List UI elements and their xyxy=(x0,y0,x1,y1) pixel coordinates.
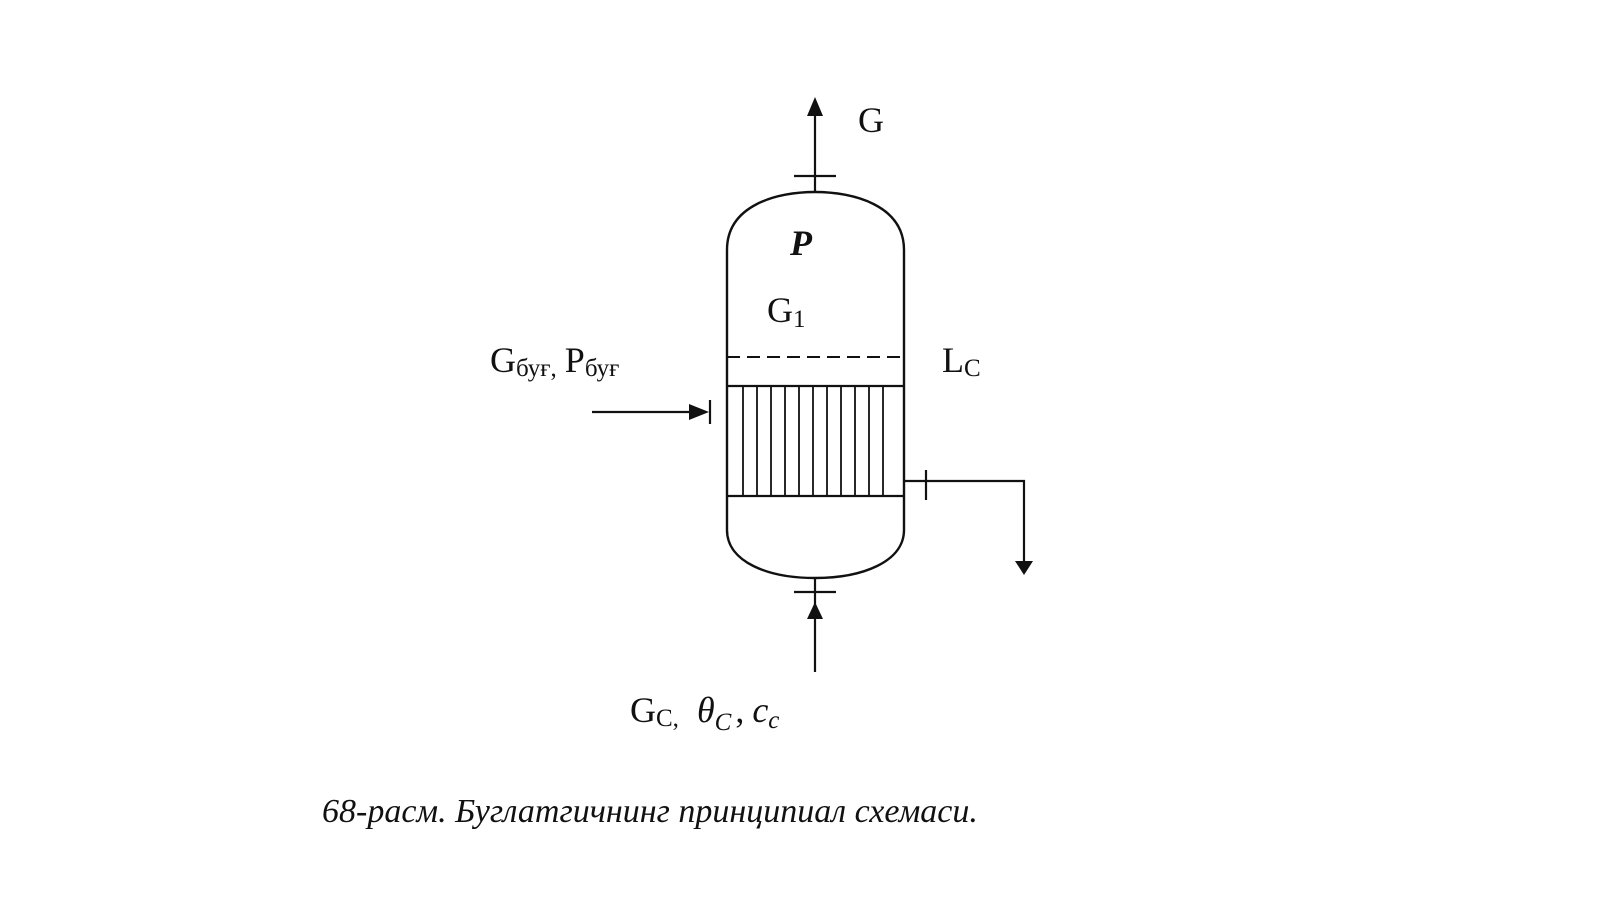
arrow-right-icon xyxy=(689,404,709,420)
vessel-shell xyxy=(725,190,906,580)
figure-caption: 68-расм. Буглатгичнинг принципиал схемас… xyxy=(322,793,978,830)
top-outlet-label: G xyxy=(858,100,884,140)
arrow-up-icon xyxy=(807,97,823,116)
vapor-flow-label: G1 xyxy=(767,290,806,333)
top-outlet-pipe xyxy=(794,97,836,192)
concentrate-outlet-pipe xyxy=(904,470,1033,575)
steam-inlet-pipe xyxy=(592,400,712,424)
steam-inlet-label: Gбуғ,Pбуғ xyxy=(490,340,619,382)
pressure-label: P xyxy=(789,223,813,263)
feed-label: GC,θC,cc xyxy=(630,690,779,736)
feed-inlet-pipe xyxy=(794,578,836,672)
level-label: LC xyxy=(942,340,981,382)
heating-tubes xyxy=(742,386,884,496)
arrow-up-icon xyxy=(807,602,823,619)
arrow-down-icon xyxy=(1015,561,1033,575)
